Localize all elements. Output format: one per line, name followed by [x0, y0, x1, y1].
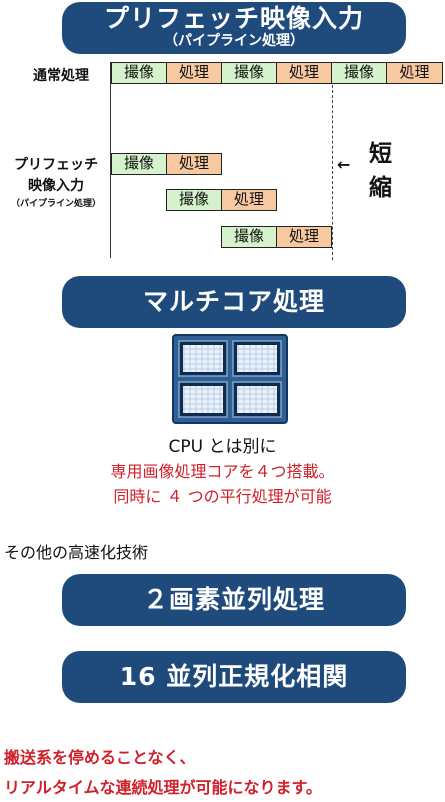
multicore-title: マルチコア処理	[142, 287, 325, 316]
prefetch-title-banner: プリフェッチ映像入力 （パイプライン処理）	[62, 2, 406, 54]
ncc-parallel-label: 16 並列正規化相関	[119, 662, 349, 691]
normal-process-1: 処理	[166, 62, 222, 84]
shortened-arrow-icon: ←	[337, 155, 351, 174]
prefetch-process-3: 処理	[276, 226, 332, 248]
normal-capture-2: 撮像	[221, 62, 277, 84]
footer-line-1: 搬送系を停めることなく、	[4, 748, 196, 767]
prefetch-label: プリフェッチ 映像入力 （パイプライン処理）	[0, 155, 112, 211]
core-4	[232, 381, 282, 418]
prefetch-capture-3: 撮像	[221, 226, 277, 248]
prefetch-subtitle: （パイプライン処理）	[164, 33, 304, 49]
normal-capture-1: 撮像	[111, 62, 167, 84]
multicore-text-3: 同時に ４ つの平行処理が可能	[113, 487, 332, 506]
timeline-start-line	[110, 62, 111, 258]
multicore-chip-icon	[172, 334, 288, 424]
shortened-label-2: 縮	[369, 175, 392, 201]
ncc-parallel-banner: 16 並列正規化相関	[62, 651, 406, 703]
two-pixel-parallel-banner: ２画素並列処理	[62, 574, 406, 626]
core-3	[178, 381, 228, 418]
two-pixel-parallel-label: ２画素並列処理	[142, 585, 325, 614]
shortened-label-1: 短	[369, 141, 392, 167]
prefetch-process-2: 処理	[221, 189, 277, 211]
footer-line-2: リアルタイムな連続処理が可能になります。	[4, 778, 322, 797]
normal-process-3: 処理	[386, 62, 443, 84]
prefetch-end-line	[332, 85, 333, 260]
core-2	[232, 340, 282, 377]
normal-processing-label: 通常処理	[33, 68, 89, 84]
multicore-banner: マルチコア処理	[62, 276, 406, 328]
prefetch-capture-2: 撮像	[166, 189, 222, 211]
other-techniques-heading: その他の高速化技術	[4, 543, 149, 562]
prefetch-label-line2: 映像入力	[28, 178, 84, 194]
prefetch-capture-1: 撮像	[111, 153, 167, 175]
prefetch-process-1: 処理	[166, 153, 222, 175]
multicore-text-1: CPU とは別に	[168, 437, 277, 457]
multicore-text-2: 専用画像処理コアを４つ搭載。	[110, 462, 335, 481]
normal-capture-3: 撮像	[331, 62, 387, 84]
prefetch-label-line3: （パイプライン処理）	[10, 199, 101, 209]
normal-process-2: 処理	[276, 62, 332, 84]
core-1	[178, 340, 228, 377]
prefetch-label-line1: プリフェッチ	[14, 157, 98, 173]
prefetch-title: プリフェッチ映像入力	[103, 4, 364, 33]
